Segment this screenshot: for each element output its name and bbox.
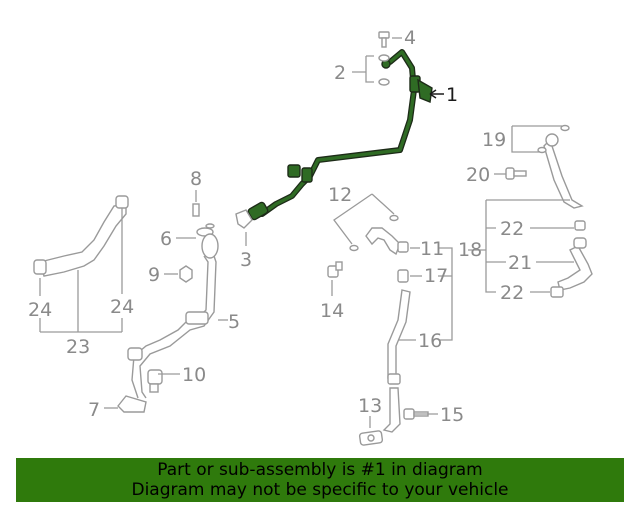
clamps-part-24 — [33, 195, 129, 275]
callout-3[interactable]: 3 — [240, 249, 252, 271]
hose-part-21 — [557, 237, 593, 291]
leader-line-23-24 — [39, 208, 123, 333]
leader-line-18 — [438, 247, 453, 341]
oil-feed-line-part-1[interactable] — [247, 49, 433, 221]
callout-10[interactable]: 10 — [182, 364, 206, 386]
bolt-part-4 — [378, 31, 390, 48]
callout-1[interactable]: 1 — [446, 84, 458, 106]
washers-part-2 — [378, 54, 390, 86]
bolt-part-14 — [327, 261, 343, 278]
callout-13[interactable]: 13 — [358, 395, 382, 417]
callout-5[interactable]: 5 — [228, 311, 240, 333]
bolt-part-8 — [192, 203, 200, 217]
bolt-part-20 — [505, 167, 527, 180]
callout-2[interactable]: 2 — [334, 62, 346, 84]
callout-24[interactable]: 24 — [28, 299, 52, 321]
banner-line-2: Diagram may not be specific to your vehi… — [131, 480, 509, 500]
o-rings-part-12 — [349, 214, 399, 252]
callout-9[interactable]: 9 — [148, 264, 160, 286]
callout-22[interactable]: 22 — [500, 282, 524, 304]
clamp-part-17 — [397, 269, 409, 283]
gasket-part-7 — [117, 395, 147, 413]
callout-19[interactable]: 19 — [482, 129, 506, 151]
callout-15[interactable]: 15 — [440, 404, 464, 426]
leader-line-2 — [352, 55, 374, 83]
callout-22[interactable]: 22 — [500, 218, 524, 240]
callout-11[interactable]: 11 — [420, 238, 444, 260]
callout-20[interactable]: 20 — [466, 164, 490, 186]
callout-12[interactable]: 12 — [328, 184, 352, 206]
callout-6[interactable]: 6 — [160, 228, 172, 250]
leader-bracket-18 — [468, 199, 570, 293]
fitting-part-13 — [358, 387, 401, 446]
sensor-part-10 — [147, 369, 163, 393]
gasket-part-3 — [235, 209, 253, 229]
pipe-part-16 — [387, 289, 411, 385]
banner-line-1: Part or sub-assembly is #1 in diagram — [157, 460, 483, 480]
hose-part-23 — [39, 203, 127, 277]
callout-7[interactable]: 7 — [88, 399, 100, 421]
callout-21[interactable]: 21 — [508, 252, 532, 274]
callout-24[interactable]: 24 — [110, 296, 134, 318]
leader-line-12 — [333, 193, 395, 245]
hose-part-11 — [365, 227, 409, 256]
return-line-part-5 — [127, 233, 219, 399]
clamps-part-22 — [550, 220, 586, 298]
callout-18[interactable]: 18 — [458, 239, 482, 261]
leader-line-22 — [530, 227, 574, 293]
part-notice-banner: Part or sub-assembly is #1 in diagram Di… — [16, 458, 624, 502]
callout-4[interactable]: 4 — [404, 27, 416, 49]
leader-arrow-1 — [429, 89, 437, 99]
leader-line-19 — [511, 125, 562, 153]
callout-17[interactable]: 17 — [424, 265, 448, 287]
callout-8[interactable]: 8 — [190, 168, 202, 190]
coolant-pipe-part-19 — [537, 124, 584, 209]
callout-16[interactable]: 16 — [418, 330, 442, 352]
callout-23[interactable]: 23 — [66, 336, 90, 358]
callout-14[interactable]: 14 — [320, 300, 344, 322]
nut-part-9 — [179, 265, 193, 283]
